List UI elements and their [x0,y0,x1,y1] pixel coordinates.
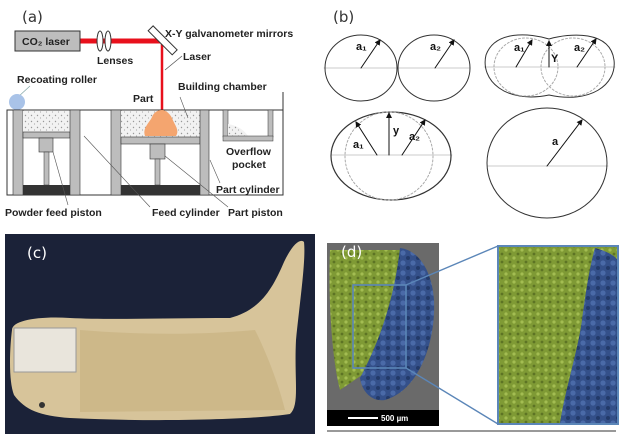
radius-a2-label: a₂ [409,131,420,143]
co2-laser-label: CO₂ laser [22,36,70,48]
radius-a1-label: a₁ [353,139,364,151]
radius-a1-label: a₁ [356,41,367,53]
overflow-label-2: pocket [232,159,266,171]
radius-a2-label: a₂ [430,41,441,53]
stage-two-particles: a₁ a₂ [323,34,471,102]
part-label: Part [133,93,154,105]
height-y-label: y [393,125,400,137]
lenses-label: Lenses [97,55,133,67]
galvanometer-mirror [147,25,178,56]
co2-laser-box [14,30,81,52]
panel-a-sls-schematic: (a) CO₂ laser Lenses X-Y galvanometer mi… [5,8,293,219]
stage-single-particle: a [486,107,609,219]
panel-b-sintering-stages: (b) a₁ a₂ a₁ Y a₂ [323,8,616,219]
panel-d-sem-image: 500 µm (d) [327,243,619,432]
zoom-region-box [352,284,407,369]
panel-label-a: (a) [22,8,43,26]
panel-c-printed-orthosis-photo: (c) [5,234,315,434]
velcro-strap [13,327,77,373]
scale-bar-label: 500 µm [381,414,408,423]
radius-a2-label: a₂ [574,42,585,54]
radius-a-label: a [552,136,559,148]
part-cylinder-label: Part cylinder [216,184,280,196]
neck-Y-label: Y [551,53,559,65]
powder-feed-piston-label: Powder feed piston [5,207,102,219]
scale-bar-strip [327,410,439,426]
roller-label: Recoating roller [17,74,97,86]
mirrors-label: X-Y galvanometer mirrors [165,28,293,40]
part-piston-label: Part piston [228,207,283,219]
stage-neck-formation: a₁ Y a₂ [483,34,616,98]
building-chamber-label: Building chamber [178,81,267,93]
lens-icon [96,30,104,52]
radius-a1-label: a₁ [514,42,525,54]
feed-cylinder-label: Feed cylinder [152,207,220,219]
lens-icon [104,30,112,52]
laser-label: Laser [183,51,211,63]
panel-label-c: (c) [27,244,47,262]
part-shape [144,110,178,136]
recoating-roller [9,94,25,110]
panel-label-d: (d) [341,243,362,261]
overflow-label-1: Overflow [226,146,272,158]
panel-label-b: (b) [333,8,354,26]
stage-coalescence: a₁ y a₂ [330,111,453,201]
